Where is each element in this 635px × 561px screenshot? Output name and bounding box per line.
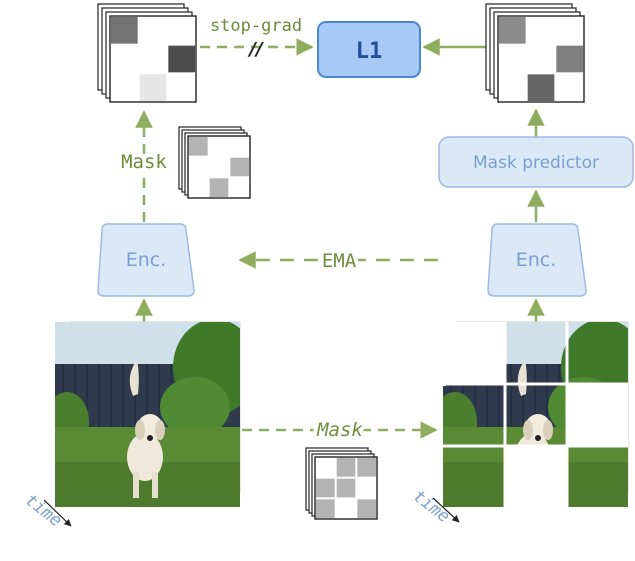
mask-cell-bottom [316,478,335,498]
l1-loss-box [317,21,421,78]
ema-label: EMA [322,250,357,272]
mask-cell-bottom [336,478,356,498]
mask-cell-bottom [357,499,376,518]
mask-cell-bottom [336,458,356,477]
input-video-stack [55,321,241,507]
predicted-mask-cell [111,17,138,44]
target-mask-cell [527,74,555,101]
mask-stack-top [178,126,251,199]
mask-cell-bottom [357,458,376,477]
mask-predictor-box [438,136,634,188]
stop-grad-label: stop-grad [210,16,302,36]
input-video-frame [55,322,240,507]
mask-cell-top [209,178,229,197]
encoder-left [97,223,195,297]
time-arrow-left [43,499,72,527]
encoder-left-label: Enc. [126,249,167,271]
time-arrow-right [432,497,460,523]
encoder-right-label: Enc. [516,249,557,271]
mask-cell-bottom [316,499,335,518]
encoder-right [487,223,587,297]
masked-video-frame [443,322,628,507]
target-mask-cell [499,17,526,44]
l1-label: L1 [356,39,383,64]
target-mask-stack [485,3,585,103]
masked-video-stack [443,321,629,507]
mask-label-top: Mask [121,151,167,173]
mask-cell-top [230,157,249,177]
target-mask-cell [556,45,583,73]
predicted-mask-stack [97,3,197,103]
predicted-mask-cell [168,45,195,73]
mask-stack-bottom [305,447,378,520]
stop-grad-marker: // [247,39,264,60]
mask-cell-top [189,137,208,156]
predicted-mask-cell [139,74,167,101]
mask-predictor-label: Mask predictor [473,153,599,173]
mask-label-bottom: Mask [316,419,363,441]
